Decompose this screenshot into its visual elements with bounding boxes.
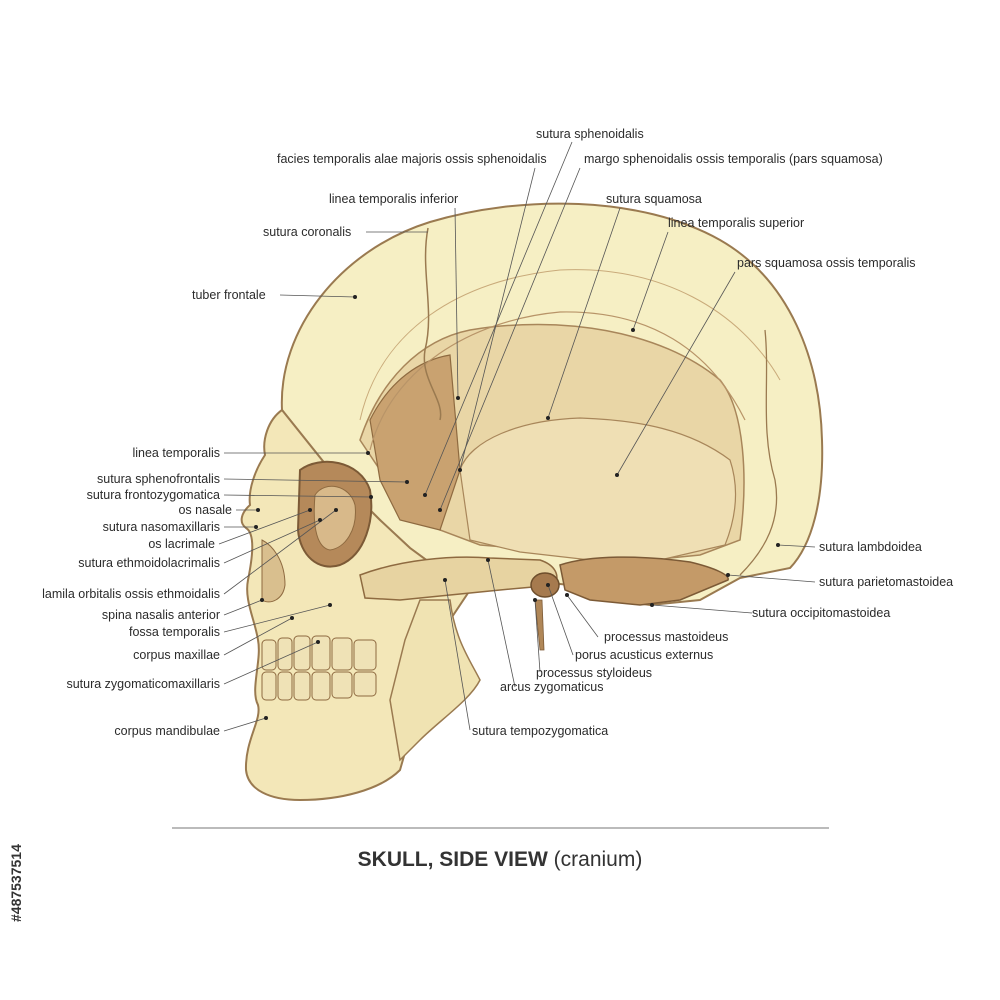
label-lamila-orbitalis: lamila orbitalis ossis ethmoidalis bbox=[42, 587, 220, 601]
stock-id: #487537514 bbox=[8, 762, 30, 922]
label-sutura-parietomastoidea: sutura parietomastoidea bbox=[819, 575, 953, 589]
label-pars-squamosa: pars squamosa ossis temporalis bbox=[737, 256, 916, 270]
label-sutura-squamosa: sutura squamosa bbox=[606, 192, 702, 206]
mastoid-region bbox=[559, 556, 729, 606]
label-spina-nasalis: spina nasalis anterior bbox=[102, 608, 220, 622]
label-sutura-tempozygomatica: sutura tempozygomatica bbox=[472, 724, 608, 738]
leader-dots bbox=[254, 295, 780, 720]
label-sutura-sphenoidalis: sutura sphenoidalis bbox=[536, 127, 644, 141]
mandible-ramus bbox=[389, 599, 481, 762]
label-processus-mastoideus: processus mastoideus bbox=[604, 630, 728, 644]
squamous-temporal bbox=[459, 417, 737, 561]
title-sub: (cranium) bbox=[553, 848, 643, 871]
label-corpus-maxillae: corpus maxillae bbox=[133, 648, 220, 662]
skull-illustration bbox=[240, 202, 824, 802]
label-sutura-zygomaticomaxillaris: sutura zygomaticomaxillaris bbox=[66, 677, 220, 691]
label-os-lacrimale: os lacrimale bbox=[148, 537, 215, 551]
temporal-line-inferior bbox=[369, 311, 746, 451]
label-linea-temporalis-inferior: linea temporalis inferior bbox=[329, 192, 458, 206]
leader-lines bbox=[218, 141, 816, 732]
label-sutura-frontozygomatica: sutura frontozygomatica bbox=[87, 488, 220, 502]
label-sutura-ethmoidolacrimalis: sutura ethmoidolacrimalis bbox=[78, 556, 220, 570]
lambdoid-suture bbox=[739, 329, 778, 576]
stock-id-text: #487537514 bbox=[8, 844, 24, 922]
label-processus-styloideus: processus styloideus bbox=[536, 666, 652, 680]
label-sutura-occipitomastoidea: sutura occipitomastoidea bbox=[752, 606, 890, 620]
label-os-nasale: os nasale bbox=[178, 503, 232, 517]
temporal-line-superior bbox=[359, 269, 781, 421]
label-sutura-coronalis: sutura coronalis bbox=[263, 225, 351, 239]
label-sutura-lambdoidea: sutura lambdoidea bbox=[819, 540, 922, 554]
nasal-aperture bbox=[261, 539, 286, 603]
label-corpus-mandibulae: corpus mandibulae bbox=[114, 724, 220, 738]
label-arcus-zygomaticus: arcus zygomaticus bbox=[500, 680, 604, 694]
diagram-title: SKULL, SIDE VIEW (cranium) bbox=[0, 848, 1000, 872]
labels: sutura sphenoidalis facies temporalis al… bbox=[42, 127, 953, 738]
label-sutura-nasomaxillaris: sutura nasomaxillaris bbox=[103, 520, 220, 534]
label-sutura-sphenofrontalis: sutura sphenofrontalis bbox=[97, 472, 220, 486]
orbit-inner bbox=[313, 485, 356, 551]
label-margo-sphenoidalis: margo sphenoidalis ossis temporalis (par… bbox=[584, 152, 883, 166]
coronal-suture bbox=[423, 227, 442, 421]
label-tuber-frontale: tuber frontale bbox=[192, 288, 266, 302]
label-facies-temporalis: facies temporalis alae majoris ossis sph… bbox=[277, 152, 547, 166]
teeth bbox=[261, 635, 377, 701]
label-linea-temporalis-superior: linea temporalis superior bbox=[668, 216, 804, 230]
ear-canal bbox=[530, 572, 560, 598]
styloid-process bbox=[534, 599, 545, 651]
label-fossa-temporalis: fossa temporalis bbox=[129, 625, 220, 639]
title-main: SKULL, SIDE VIEW bbox=[357, 848, 548, 871]
label-porus-acusticus: porus acusticus externus bbox=[575, 648, 713, 662]
label-linea-temporalis: linea temporalis bbox=[132, 446, 220, 460]
